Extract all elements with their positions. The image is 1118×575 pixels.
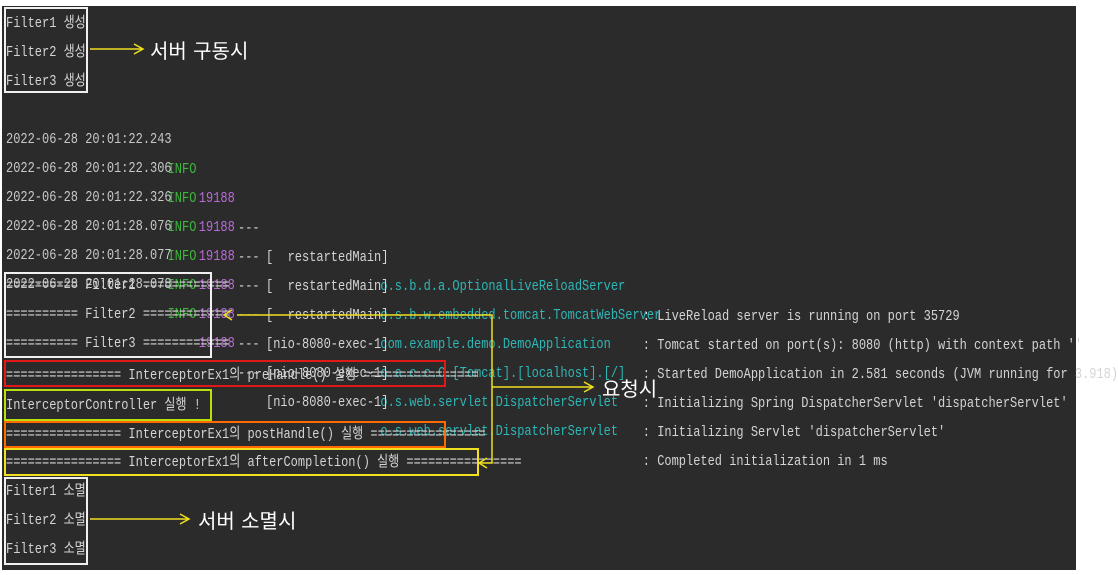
- controller-highlight-box: [4, 389, 212, 421]
- log-level: INFO: [167, 189, 197, 207]
- posthandle-highlight-box: [4, 421, 446, 448]
- log-separator: ---: [238, 364, 260, 382]
- log-separator: ---: [238, 335, 260, 353]
- startup-arrow-head: [133, 43, 145, 55]
- log-logger: o.s.b.w.embedded.tomcat.TomcatWebServer: [380, 307, 662, 325]
- log-timestamp: 2022-06-28 20:01:22.306: [6, 160, 172, 178]
- log-level: INFO: [167, 305, 197, 323]
- log-separator: ---: [238, 248, 260, 266]
- log-pid: 19188: [198, 306, 235, 324]
- console-output: Filter1 생성 Filter2 생성 Filter3 생성 2022-06…: [2, 6, 1118, 570]
- interceptor-aftercompletion-line: ================ InterceptorEx1의 afterCo…: [6, 454, 522, 471]
- log-thread: [ restartedMain]: [266, 278, 389, 296]
- prehandle-highlight-box: [4, 360, 446, 387]
- log-row: 2022-06-28 20:01:28.076 INFO 19188 --- […: [6, 183, 1068, 411]
- shutdown-arrow-head: [179, 513, 191, 525]
- log-row: 2022-06-28 20:01:22.306 INFO 19188 --- […: [6, 125, 1082, 353]
- log-pid: 19188: [198, 248, 235, 266]
- interceptor-prehandle-line: ================ InterceptorEx1의 preHand…: [6, 367, 479, 384]
- log-pid: 19188: [198, 277, 235, 295]
- request-bracket: [237, 314, 493, 464]
- startup-filter-line: Filter2 생성: [6, 44, 86, 61]
- startup-annotation: 서버 구동시: [150, 39, 249, 63]
- log-pid: 19188: [198, 190, 235, 208]
- log-message: : Tomcat started on port(s): 8080 (http)…: [642, 336, 1083, 354]
- log-timestamp: 2022-06-28 20:01:28.076: [6, 218, 172, 236]
- log-logger: o.s.b.d.a.OptionalLiveReloadServer: [380, 278, 626, 296]
- log-pid: 19188: [198, 335, 235, 353]
- log-timestamp: 2022-06-28 20:01:22.243: [6, 131, 172, 149]
- shutdown-filter-line: Filter3 소멸: [6, 541, 86, 558]
- log-timestamp: 2022-06-28 20:01:28.077: [6, 247, 172, 265]
- startup-filters-box: [4, 7, 88, 93]
- request-arrow-head-top: [222, 309, 233, 321]
- log-logger: o.s.web.servlet.DispatcherServlet: [380, 394, 619, 412]
- log-separator: ---: [238, 277, 260, 295]
- log-row: 2022-06-28 20:01:28.077 INFO 19188 --- […: [6, 212, 945, 440]
- log-message: : Initializing Spring DispatcherServlet …: [642, 394, 1068, 412]
- shutdown-filters-box: [4, 477, 88, 565]
- request-filter-line: ========== Filter1 ============: [6, 277, 230, 294]
- shutdown-filter-line: Filter2 소멸: [6, 512, 86, 529]
- log-thread: [nio-8080-exec-1]: [266, 365, 389, 383]
- log-timestamp: 2022-06-28 20:01:22.326: [6, 189, 172, 207]
- request-arrow-head-bottom: [477, 457, 488, 469]
- log-message: : Started DemoApplication in 2.581 secon…: [642, 365, 1118, 383]
- log-thread: [nio-8080-exec-1]: [266, 394, 389, 412]
- startup-filter-line: Filter3 생성: [6, 73, 86, 90]
- annotation-arrows: [90, 43, 595, 525]
- request-filter-line: ========== Filter2 ============: [6, 306, 230, 323]
- log-row: 2022-06-28 20:01:28.078 INFO 19188 --- […: [6, 241, 888, 469]
- startup-filter-line: Filter1 생성: [6, 15, 86, 32]
- log-row: 2022-06-28 20:01:22.243 INFO 19188 --- […: [6, 96, 960, 324]
- log-logger: com.example.demo.DemoApplication: [380, 336, 611, 354]
- log-message: : Completed initialization in 1 ms: [642, 452, 888, 470]
- log-level: INFO: [167, 276, 197, 294]
- log-message: : Initializing Servlet 'dispatcherServle…: [642, 423, 946, 441]
- request-filters-box: [4, 272, 212, 358]
- log-logger: o.a.c.c.C.[Tomcat].[localhost].[/]: [380, 365, 626, 383]
- log-pid: 19188: [198, 219, 235, 237]
- request-annotation: 요청시: [602, 377, 658, 401]
- log-separator: ---: [238, 219, 260, 237]
- aftercompletion-highlight-box: [4, 448, 479, 476]
- log-thread: [nio-8080-exec-1]: [266, 336, 389, 354]
- request-filter-line: ========== Filter3 ============: [6, 335, 230, 352]
- log-thread: [ restartedMain]: [266, 249, 389, 267]
- shutdown-annotation: 서버 소멸시: [198, 509, 297, 533]
- log-level: INFO: [167, 247, 197, 265]
- controller-line: InterceptorController 실행 !: [6, 397, 201, 414]
- interceptor-posthandle-line: ================ InterceptorEx1의 postHan…: [6, 426, 486, 443]
- log-message: : LiveReload server is running on port 3…: [642, 307, 960, 325]
- request-arrow-head: [583, 381, 595, 393]
- log-timestamp: 2022-06-28 20:01:28.078: [6, 276, 172, 294]
- shutdown-filter-line: Filter1 소멸: [6, 483, 86, 500]
- log-logger: o.s.web.servlet.DispatcherServlet: [380, 423, 619, 441]
- log-level: INFO: [167, 218, 197, 236]
- log-level: INFO: [167, 160, 197, 178]
